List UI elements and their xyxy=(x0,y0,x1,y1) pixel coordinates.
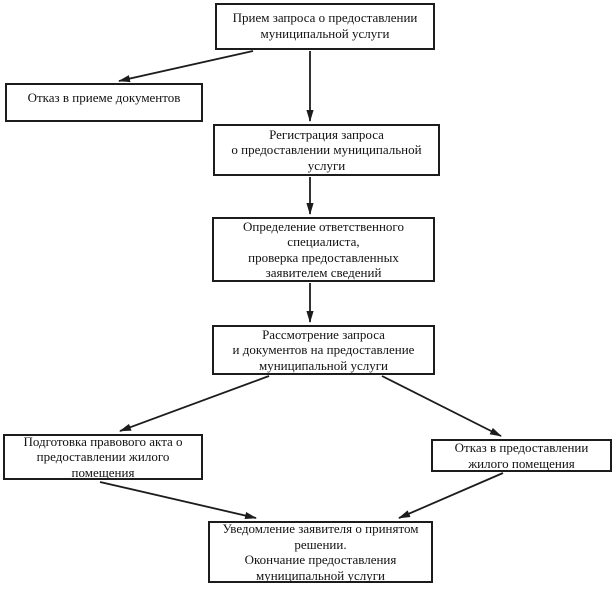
node-uvedomlenie: Уведомление заявителя о принятом решении… xyxy=(208,521,433,583)
arrow-rassmotrenie-to-otkaz-predostavlenie xyxy=(381,375,502,437)
node-priem-zaprosa-label: Прием запроса о предоставлении муниципал… xyxy=(232,10,418,41)
node-otkaz-priem: Отказ в приеме документов xyxy=(5,83,203,122)
arrow-rassmotrenie-to-podgotovka xyxy=(119,375,270,432)
node-registraciya: Регистрация запроса о предоставлении мун… xyxy=(213,124,440,176)
node-opredelenie: Определение ответственного специалиста, … xyxy=(212,217,435,282)
node-priem-zaprosa: Прием запроса о предоставлении муниципал… xyxy=(215,3,435,50)
node-otkaz-priem-label: Отказ в приеме документов xyxy=(27,90,181,105)
node-rassmotrenie: Рассмотрение запроса и документов на пре… xyxy=(212,325,435,375)
node-uvedomlenie-label: Уведомление заявителя о принятом решении… xyxy=(222,521,419,583)
arrow-podgotovka-to-uvedomlenie xyxy=(99,481,257,520)
arrow-priem-to-otkaz-priem xyxy=(118,50,254,83)
node-opredelenie-label: Определение ответственного специалиста, … xyxy=(243,218,404,281)
node-registraciya-label: Регистрация запроса о предоставлении мун… xyxy=(231,126,422,173)
arrow-otkaz-predostavlenie-to-uvedomlenie xyxy=(398,472,504,519)
node-otkaz-predostavlenie-label: Отказ в предоставлении жилого помещения xyxy=(454,440,589,471)
node-podgotovka-akta-label: Подготовка правового акта о предоставлен… xyxy=(23,433,183,480)
node-otkaz-predostavlenie: Отказ в предоставлении жилого помещения xyxy=(431,439,612,472)
node-rassmotrenie-label: Рассмотрение запроса и документов на пре… xyxy=(232,326,415,373)
node-podgotovka-akta: Подготовка правового акта о предоставлен… xyxy=(3,434,203,480)
